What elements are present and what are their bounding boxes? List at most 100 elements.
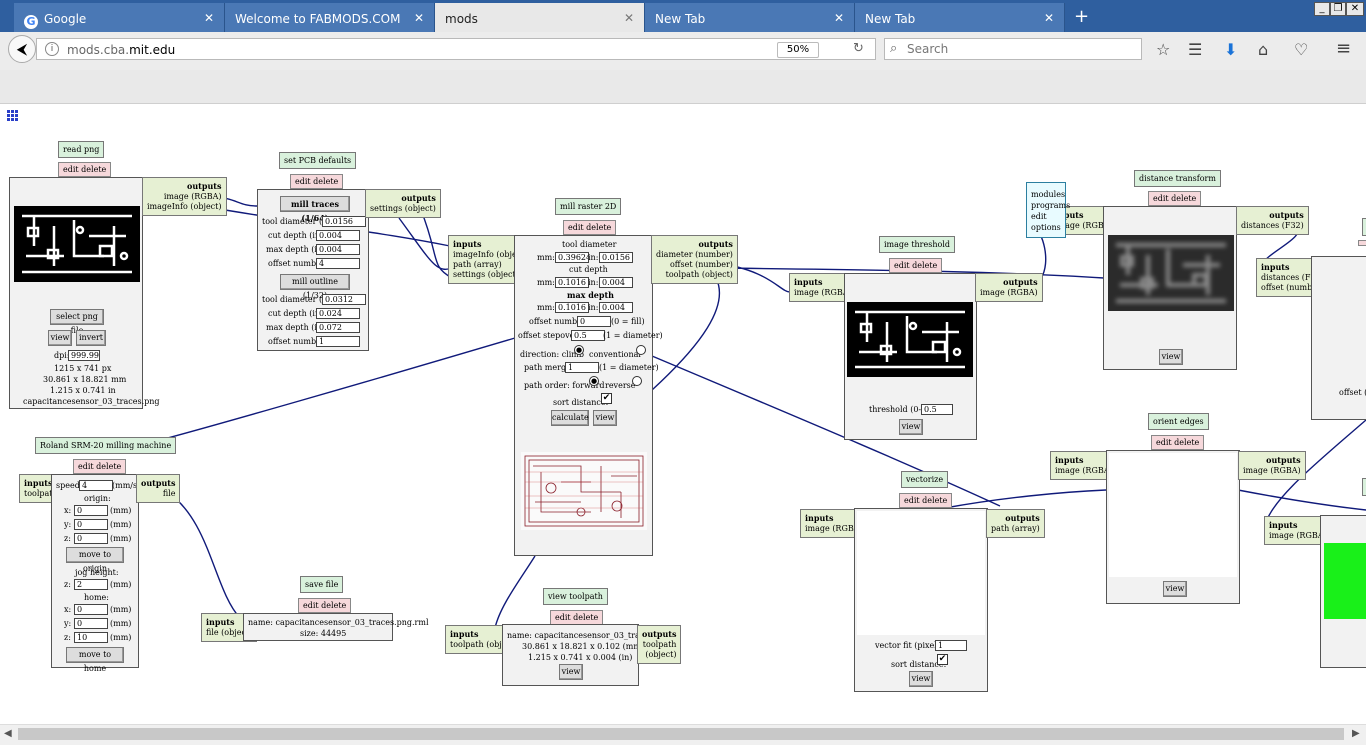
output-image[interactable]: image (RGBA): [163, 192, 222, 201]
menu-item-edit[interactable]: edit: [1031, 212, 1047, 221]
vectorize-view-button[interactable]: view: [909, 671, 933, 687]
jog-height-input[interactable]: 2: [74, 579, 108, 590]
outline-tool-diameter-input[interactable]: 0.0312: [322, 294, 366, 305]
save-edit-delete[interactable]: edit delete: [298, 598, 352, 613]
window-close-icon[interactable]: ✕: [1346, 2, 1364, 16]
scrollbar-thumb[interactable]: [18, 728, 1344, 740]
close-icon[interactable]: ✕: [623, 11, 634, 25]
conventional-radio[interactable]: [636, 345, 646, 355]
offset-stepover-input[interactable]: 0.5: [571, 330, 605, 341]
input-image[interactable]: image (RGBA): [794, 288, 852, 297]
outline-offset-number-input[interactable]: 1: [316, 336, 360, 347]
input-path[interactable]: path (array): [453, 260, 502, 269]
mill-outputs[interactable]: outputs diameter (number) offset (number…: [651, 235, 738, 284]
mill-view-button[interactable]: view: [593, 410, 617, 426]
viewtp-outputs[interactable]: outputs toolpath (object): [637, 625, 682, 664]
orient-view-button[interactable]: view: [1163, 581, 1187, 597]
horizontal-scrollbar[interactable]: ◀ ▶: [0, 724, 1366, 745]
input-file[interactable]: file (object): [206, 628, 253, 637]
menu-item-programs[interactable]: programs: [1031, 201, 1071, 210]
menu-icon[interactable]: ≡: [1336, 38, 1352, 59]
home-x-input[interactable]: 0: [74, 604, 108, 615]
orient-edit-delete[interactable]: edit delete: [1151, 435, 1205, 450]
offset-number-input[interactable]: 0: [577, 316, 611, 327]
output-offset[interactable]: offset (number): [669, 260, 733, 269]
input-toolpath[interactable]: toolpath: [24, 489, 58, 498]
trace-max-depth-input[interactable]: 0.004: [316, 244, 360, 255]
back-button[interactable]: ⮜: [8, 35, 36, 63]
mods-menu-icon[interactable]: [7, 110, 18, 121]
scroll-left-icon[interactable]: ◀: [4, 728, 12, 739]
tab-new-1[interactable]: New Tab✕: [645, 3, 855, 32]
trace-offset-number-input[interactable]: 4: [316, 258, 360, 269]
threshold-outputs[interactable]: outputs image (RGBA): [975, 273, 1043, 302]
distance-edit-delete[interactable]: edit delete: [1148, 191, 1202, 206]
origin-x-input[interactable]: 0: [74, 505, 108, 516]
output-toolpath[interactable]: toolpath (object): [665, 270, 733, 279]
pocket-icon[interactable]: ♡: [1294, 40, 1309, 59]
output-distances[interactable]: distances (F32): [1241, 221, 1304, 230]
output-image[interactable]: image (RGBA): [980, 288, 1038, 297]
output-file[interactable]: file: [162, 489, 176, 498]
roland-edit-delete[interactable]: edit delete: [73, 459, 127, 474]
trace-cut-depth-input[interactable]: 0.004: [316, 230, 360, 241]
zoom-indicator[interactable]: 50%: [777, 42, 819, 58]
cut-depth-in-input[interactable]: 0.004: [599, 277, 633, 288]
read-png-outputs[interactable]: outputs image (RGBA) imageInfo (object): [142, 177, 227, 216]
move-to-origin-button[interactable]: move to origin: [66, 547, 124, 573]
mill-raster-title[interactable]: mill raster 2D: [555, 198, 622, 215]
restore-icon[interactable]: ❐: [1330, 2, 1346, 16]
reload-icon[interactable]: ↻: [853, 41, 864, 56]
output-settings[interactable]: settings (object): [370, 204, 436, 213]
reverse-radio[interactable]: [632, 376, 642, 386]
move-to-home-button[interactable]: move to home: [66, 647, 124, 673]
tool-diameter-in-input[interactable]: 0.0156: [599, 252, 633, 263]
viewtp-edit-delete[interactable]: edit delete: [550, 610, 604, 625]
orient-edges-title[interactable]: orient edges: [1148, 413, 1209, 430]
trace-tool-diameter-input[interactable]: 0.0156: [322, 216, 366, 227]
close-icon[interactable]: ✕: [413, 11, 424, 25]
distance-outputs[interactable]: outputs distances (F32): [1236, 206, 1309, 235]
vector-fit-input[interactable]: 1: [935, 640, 967, 651]
close-icon[interactable]: ✕: [833, 11, 844, 25]
menu-item-modules[interactable]: modules: [1031, 190, 1066, 199]
vectorize-title[interactable]: vectorize: [901, 471, 949, 488]
threshold-edit-delete[interactable]: edit delete: [889, 258, 943, 273]
invert-button[interactable]: invert: [76, 330, 106, 346]
input-image[interactable]: image (RGBA): [1055, 221, 1113, 230]
pcb-defaults-title[interactable]: set PCB defaults: [279, 152, 357, 169]
roland-outputs[interactable]: outputs file: [136, 474, 181, 503]
threshold-view-button[interactable]: view: [899, 419, 923, 435]
close-icon[interactable]: ✕: [1043, 11, 1054, 25]
output-toolpath-type[interactable]: (object): [645, 650, 677, 659]
tab-mods[interactable]: mods✕: [435, 3, 645, 32]
new-tab-button[interactable]: +: [1074, 6, 1090, 27]
offset-edit-delete[interactable]: [1358, 240, 1366, 246]
bookmark-star-icon[interactable]: ☆: [1156, 40, 1171, 59]
calculate-button[interactable]: calculate: [551, 410, 589, 426]
max-depth-in-input[interactable]: 0.004: [599, 302, 633, 313]
input-image[interactable]: image (RGBA): [1269, 531, 1327, 540]
orient-outputs[interactable]: outputs image (RGBA): [1238, 451, 1306, 480]
search-input[interactable]: ⌕ Search: [884, 38, 1142, 60]
tab-new-2[interactable]: New Tab✕: [855, 3, 1065, 32]
outline-cut-depth-input[interactable]: 0.024: [316, 308, 360, 319]
vectorize-outputs[interactable]: outputs path (array): [986, 509, 1045, 538]
distance-transform-title[interactable]: distance transform: [1134, 170, 1221, 187]
roland-title[interactable]: Roland SRM-20 milling machine: [35, 437, 177, 454]
read-png-view-button[interactable]: view: [48, 330, 72, 346]
view-toolpath-title[interactable]: view toolpath: [543, 588, 608, 605]
distance-view-button[interactable]: view: [1159, 349, 1183, 365]
climb-radio[interactable]: ●: [574, 345, 584, 355]
input-settings[interactable]: settings (object): [453, 270, 519, 279]
reading-list-icon[interactable]: ☰: [1188, 40, 1203, 59]
threshold-input[interactable]: 0.5: [921, 404, 953, 415]
menu-item-options[interactable]: options: [1031, 223, 1061, 232]
input-image[interactable]: image (RGBA): [1055, 466, 1113, 475]
input-image[interactable]: image (RGBA): [805, 524, 863, 533]
input-distances[interactable]: distances (F32): [1261, 273, 1324, 282]
mill-traces-button[interactable]: mill traces (1/64): [280, 196, 350, 223]
vectorize-edit-delete[interactable]: edit delete: [899, 493, 953, 508]
read-png-title[interactable]: read png: [58, 141, 105, 158]
